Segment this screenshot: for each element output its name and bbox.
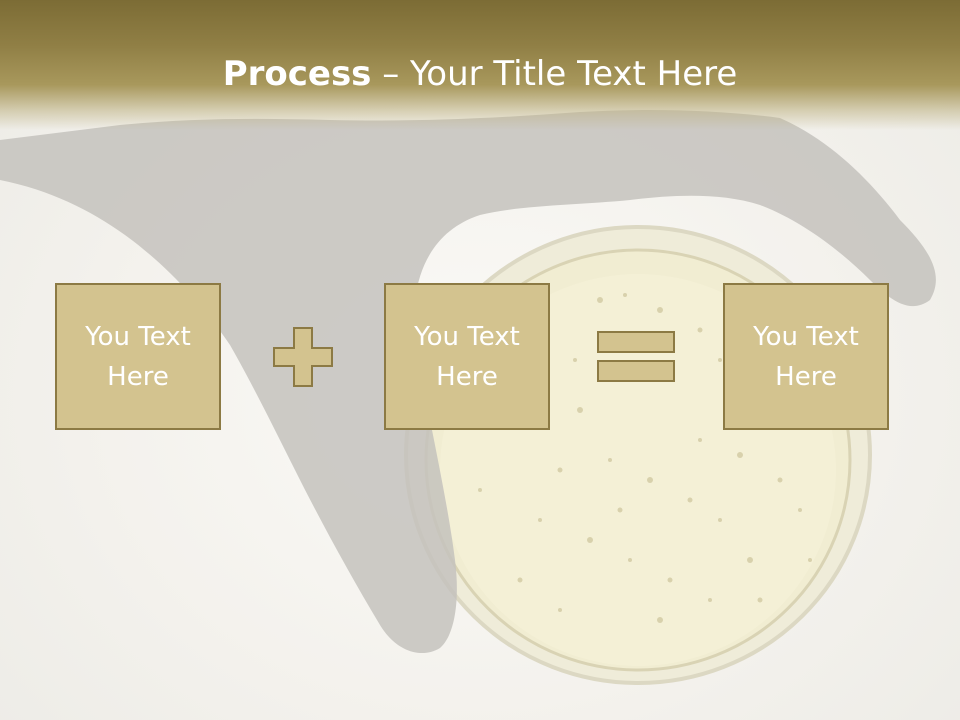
page-title: Process – Your Title Text Here: [0, 52, 960, 96]
title-bold: Process: [222, 54, 372, 94]
hand-silhouette: [0, 110, 936, 654]
process-box-1-label: You Text Here: [85, 321, 191, 392]
process-box-1[interactable]: You Text Here: [55, 283, 221, 430]
plus-icon: [273, 327, 333, 387]
title-rest: – Your Title Text Here: [371, 54, 738, 94]
process-box-3-label: You Text Here: [753, 321, 859, 392]
process-box-2[interactable]: You Text Here: [384, 283, 550, 430]
process-box-3[interactable]: You Text Here: [723, 283, 889, 430]
process-box-2-label: You Text Here: [414, 321, 520, 392]
header-bar: [0, 0, 960, 130]
equals-icon: [597, 331, 675, 382]
